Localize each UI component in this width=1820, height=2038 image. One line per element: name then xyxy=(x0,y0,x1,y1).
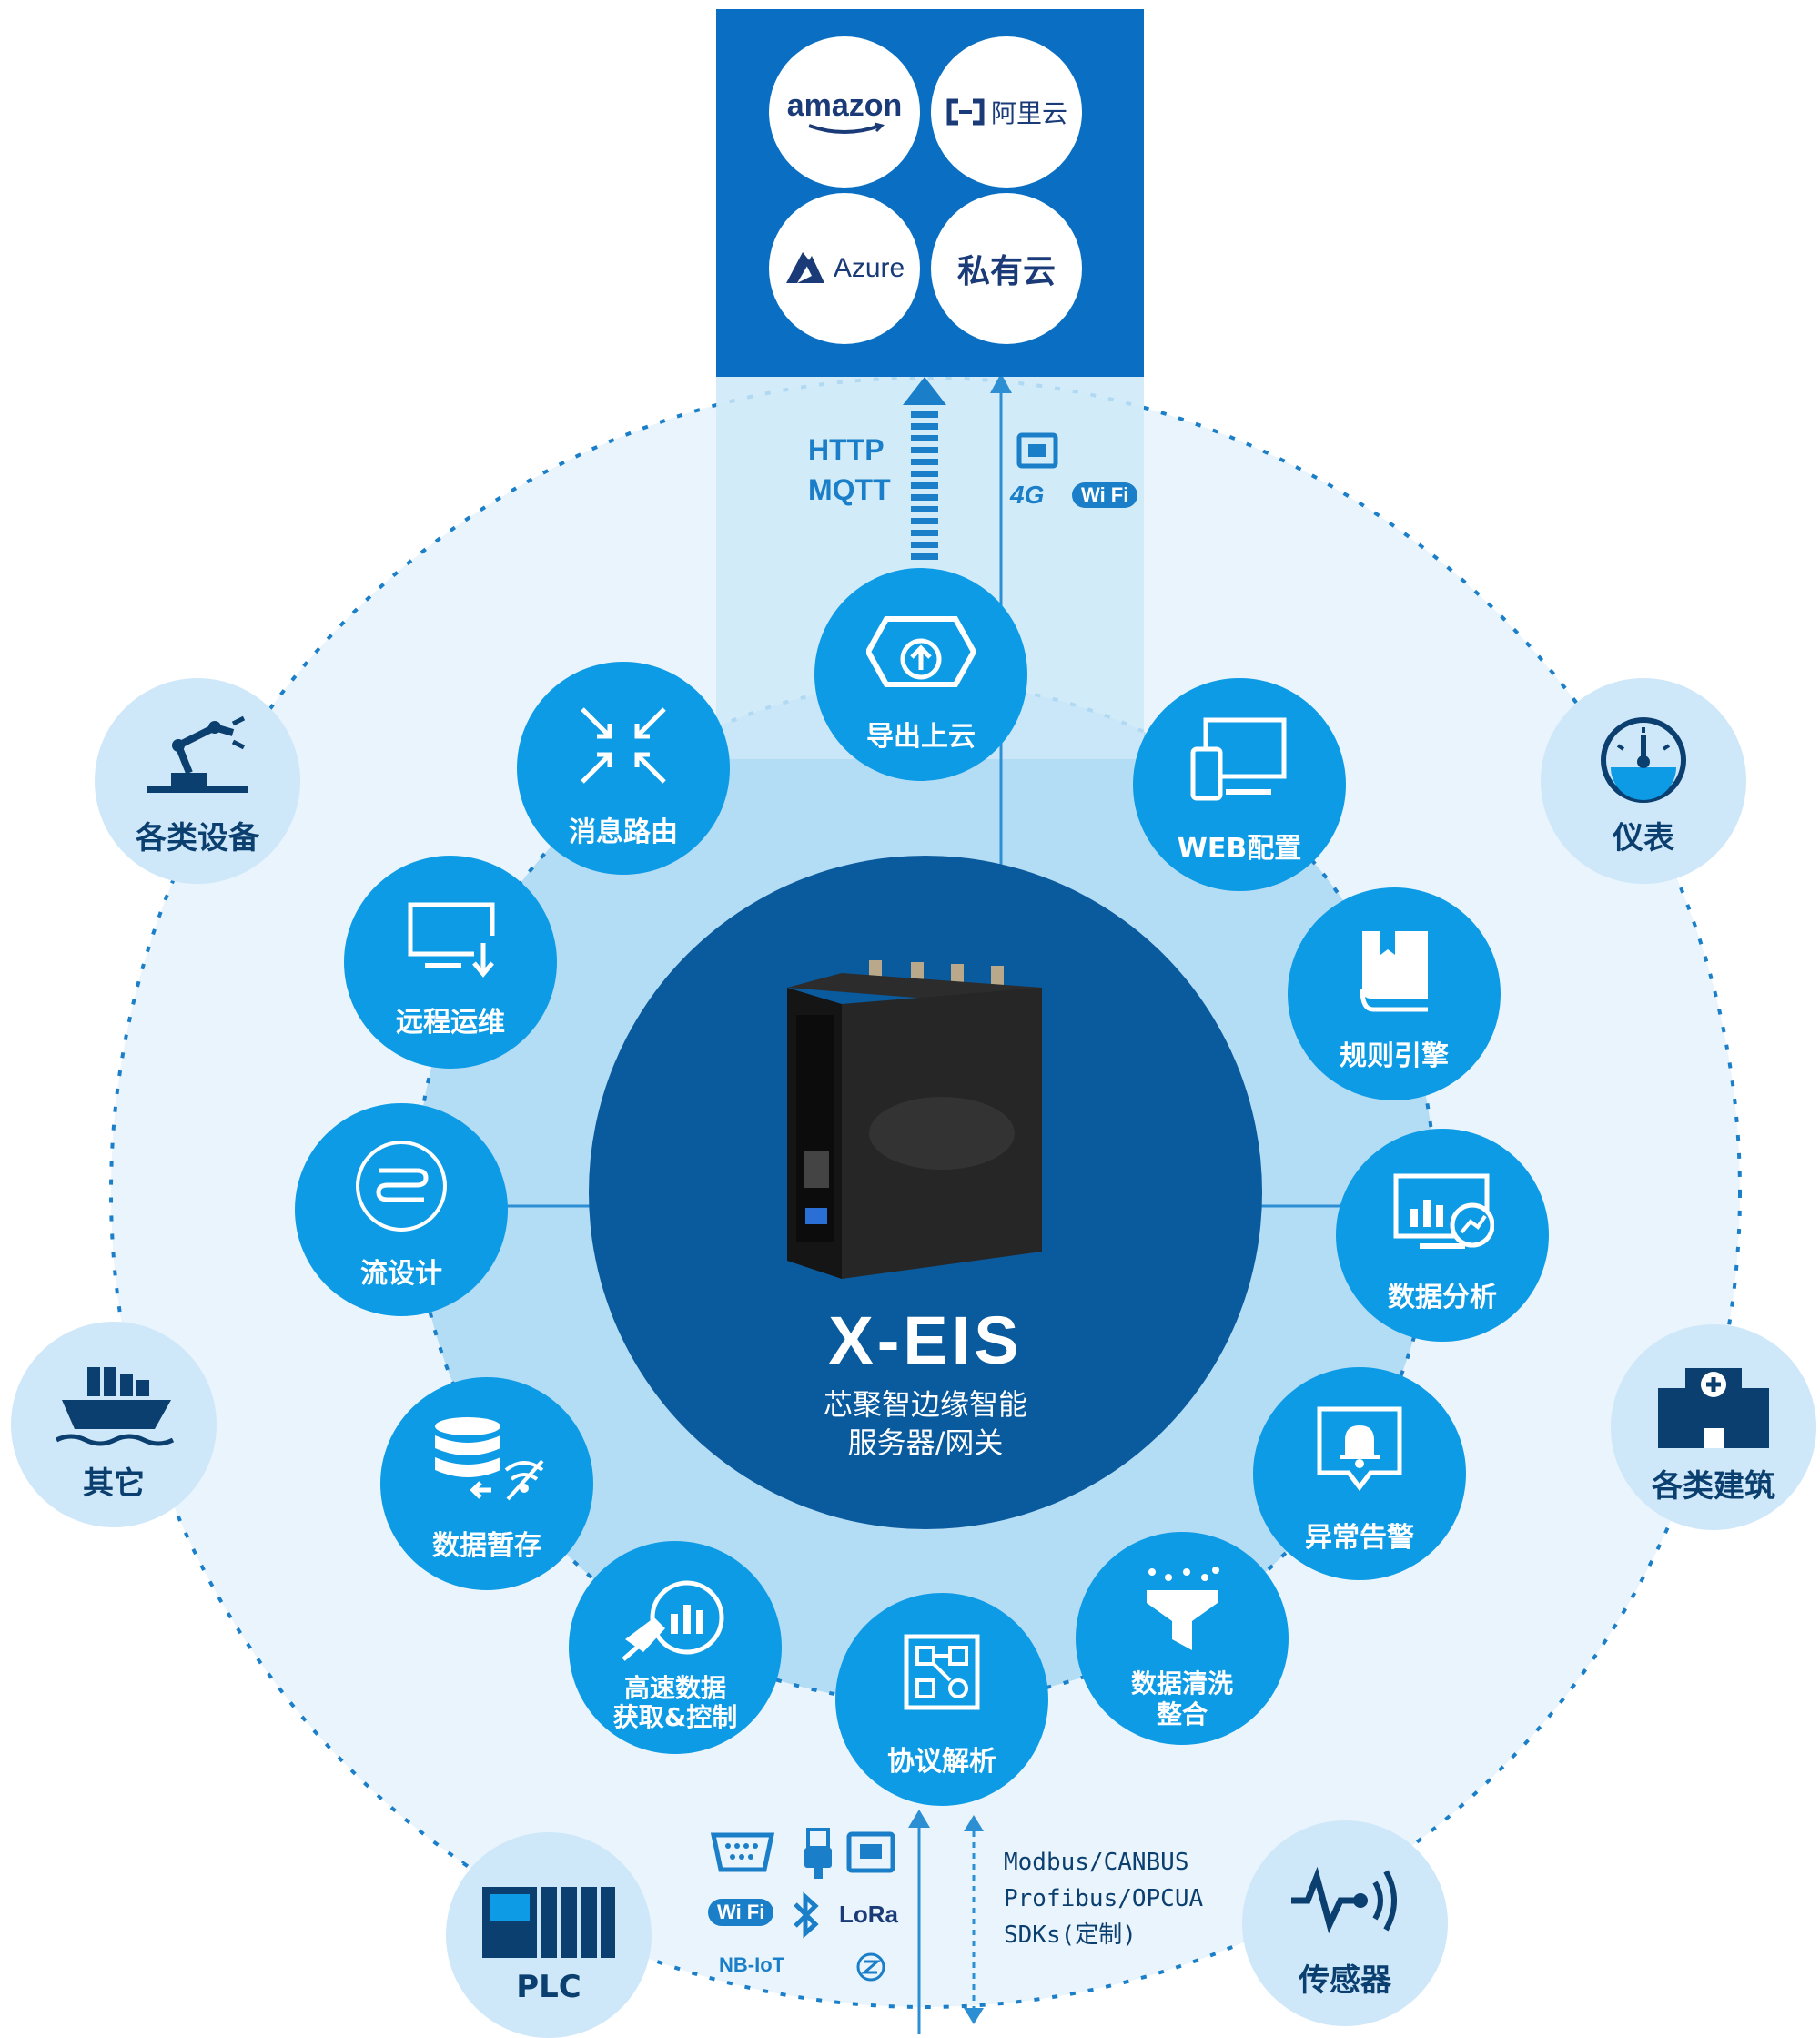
gauge-icon xyxy=(1601,717,1686,803)
plc-icon xyxy=(482,1887,615,1958)
feature-web-config[interactable]: WEB配置 xyxy=(1133,678,1346,891)
outer-node-buildings[interactable]: 各类建筑 xyxy=(1611,1324,1816,1530)
rocket-icon xyxy=(622,1580,724,1661)
feature-protocol-parsing[interactable]: 协议解析 xyxy=(835,1593,1048,1806)
book-icon xyxy=(1360,931,1428,1012)
nbiot-label: NB-IoT xyxy=(719,1953,785,1976)
feature-data-cleaning[interactable]: 数据清洗 整合 xyxy=(1076,1532,1289,1745)
feature-anomaly-alert[interactable]: 异常告警 xyxy=(1253,1367,1466,1580)
feature-flow-design[interactable]: 流设计 xyxy=(295,1103,508,1316)
product-title: X-EIS xyxy=(828,1303,1023,1378)
industrial-protocols: Modbus/CANBUS Profibus/OPCUA SDKs(定制) xyxy=(1004,1849,1204,1949)
lora-label: LoRa xyxy=(839,1901,898,1928)
analytics-icon xyxy=(1393,1173,1494,1249)
aliyun-provider[interactable]: 阿里云 xyxy=(931,36,1082,188)
zigbee-icon xyxy=(856,1952,885,1982)
ship-icon xyxy=(55,1367,175,1446)
route-icon xyxy=(581,707,666,784)
product-subtitle: 芯聚智边缘智能 服务器/网关 xyxy=(823,1387,1027,1460)
cloud-upload-icon xyxy=(866,616,976,687)
ethernet-port-icon xyxy=(846,1831,895,1873)
cloud-panel xyxy=(716,9,1144,377)
hospital-icon xyxy=(1658,1368,1769,1448)
wifi-icon: Wi Fi xyxy=(708,1899,774,1926)
wifi-badge-icon: Wi Fi xyxy=(1072,482,1138,508)
outer-node-plc[interactable]: PLC xyxy=(446,1832,652,2038)
azure-provider[interactable]: Azure xyxy=(769,193,920,344)
robot-arm-icon xyxy=(147,715,248,793)
protocol-icon xyxy=(904,1634,980,1710)
filter-icon xyxy=(1147,1567,1219,1650)
sensor-icon xyxy=(1291,1866,1397,1934)
feature-data-storage[interactable]: 数据暂存 xyxy=(380,1377,593,1590)
azure-logo xyxy=(785,252,824,283)
monitor-icon xyxy=(408,902,495,978)
outer-node-sensors[interactable]: 传感器 xyxy=(1242,1820,1448,2026)
outer-node-equipment[interactable]: 各类设备 xyxy=(95,678,300,884)
feature-rule-engine[interactable]: 规则引擎 xyxy=(1288,887,1501,1100)
amazon-provider[interactable]: amazon xyxy=(769,36,920,188)
amazon-logo: amazon xyxy=(786,87,903,123)
feature-message-routing[interactable]: 消息路由 xyxy=(517,662,730,875)
gateway-device-image xyxy=(787,960,1042,1279)
serial-port-icon xyxy=(710,1832,775,1872)
bluetooth-icon xyxy=(794,1891,819,1939)
feature-cloud-export[interactable]: 导出上云 xyxy=(814,568,1027,781)
feature-high-speed-data[interactable]: 高速数据 获取&控制 xyxy=(569,1541,782,1754)
database-icon xyxy=(435,1417,544,1501)
ethernet-icon xyxy=(1016,432,1058,469)
amazon-smile-icon xyxy=(808,122,885,134)
devices-icon xyxy=(1190,717,1287,801)
outer-node-other[interactable]: 其它 xyxy=(11,1322,217,1527)
private-cloud-provider[interactable]: 私有云 xyxy=(931,193,1082,344)
bell-icon xyxy=(1317,1406,1402,1492)
feature-data-analysis[interactable]: 数据分析 xyxy=(1336,1129,1549,1342)
feature-remote-ops[interactable]: 远程运维 xyxy=(344,856,557,1069)
flow-icon xyxy=(356,1141,447,1232)
outer-node-meters[interactable]: 仪表 xyxy=(1541,678,1746,884)
4g-icon: 4G xyxy=(1010,481,1045,509)
protocol-labels: HTTP MQTT xyxy=(808,433,891,506)
usb-icon xyxy=(804,1828,832,1879)
aliyun-logo xyxy=(946,98,985,126)
